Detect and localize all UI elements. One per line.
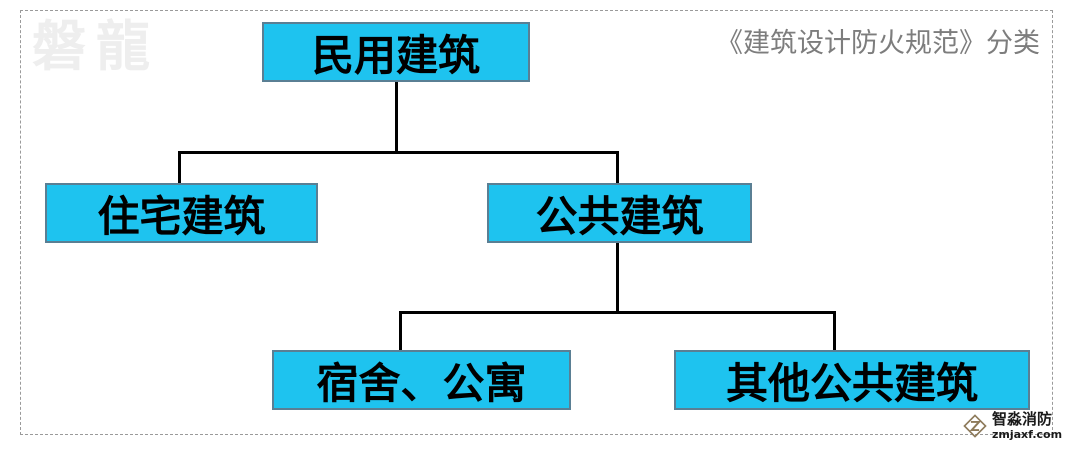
left-watermark-text: 磐龍 — [32, 15, 160, 78]
brand-url: zmjaxf.com — [992, 428, 1063, 441]
connector-drop-public — [616, 151, 619, 185]
dashed-frame — [20, 10, 1053, 435]
connector-level2-bar — [399, 311, 836, 314]
brand-name: 智淼消防 — [992, 410, 1053, 428]
connector-drop-residential — [178, 151, 181, 185]
node-other-public-building[interactable]: 其他公共建筑 — [674, 350, 1030, 410]
connector-drop-other-public — [833, 311, 836, 352]
node-residential-building[interactable]: 住宅建筑 — [45, 183, 318, 243]
brand-text-block: 智淼消防 zmjaxf.com — [992, 410, 1063, 441]
connector-public-stem — [616, 243, 619, 314]
connector-level1-bar — [178, 151, 619, 154]
diagram-caption: 《建筑设计防火规范》分类 — [716, 28, 1040, 59]
node-public-building[interactable]: 公共建筑 — [487, 183, 752, 243]
connector-root-stem — [395, 82, 398, 154]
node-dormitory-apartment[interactable]: 宿舍、公寓 — [272, 350, 571, 410]
node-root-civil-building[interactable]: 民用建筑 — [262, 22, 530, 82]
brand-watermark: 智淼消防 zmjaxf.com — [962, 412, 1062, 440]
connector-drop-dormitory — [399, 311, 402, 352]
diamond-z-logo-icon — [963, 414, 987, 438]
